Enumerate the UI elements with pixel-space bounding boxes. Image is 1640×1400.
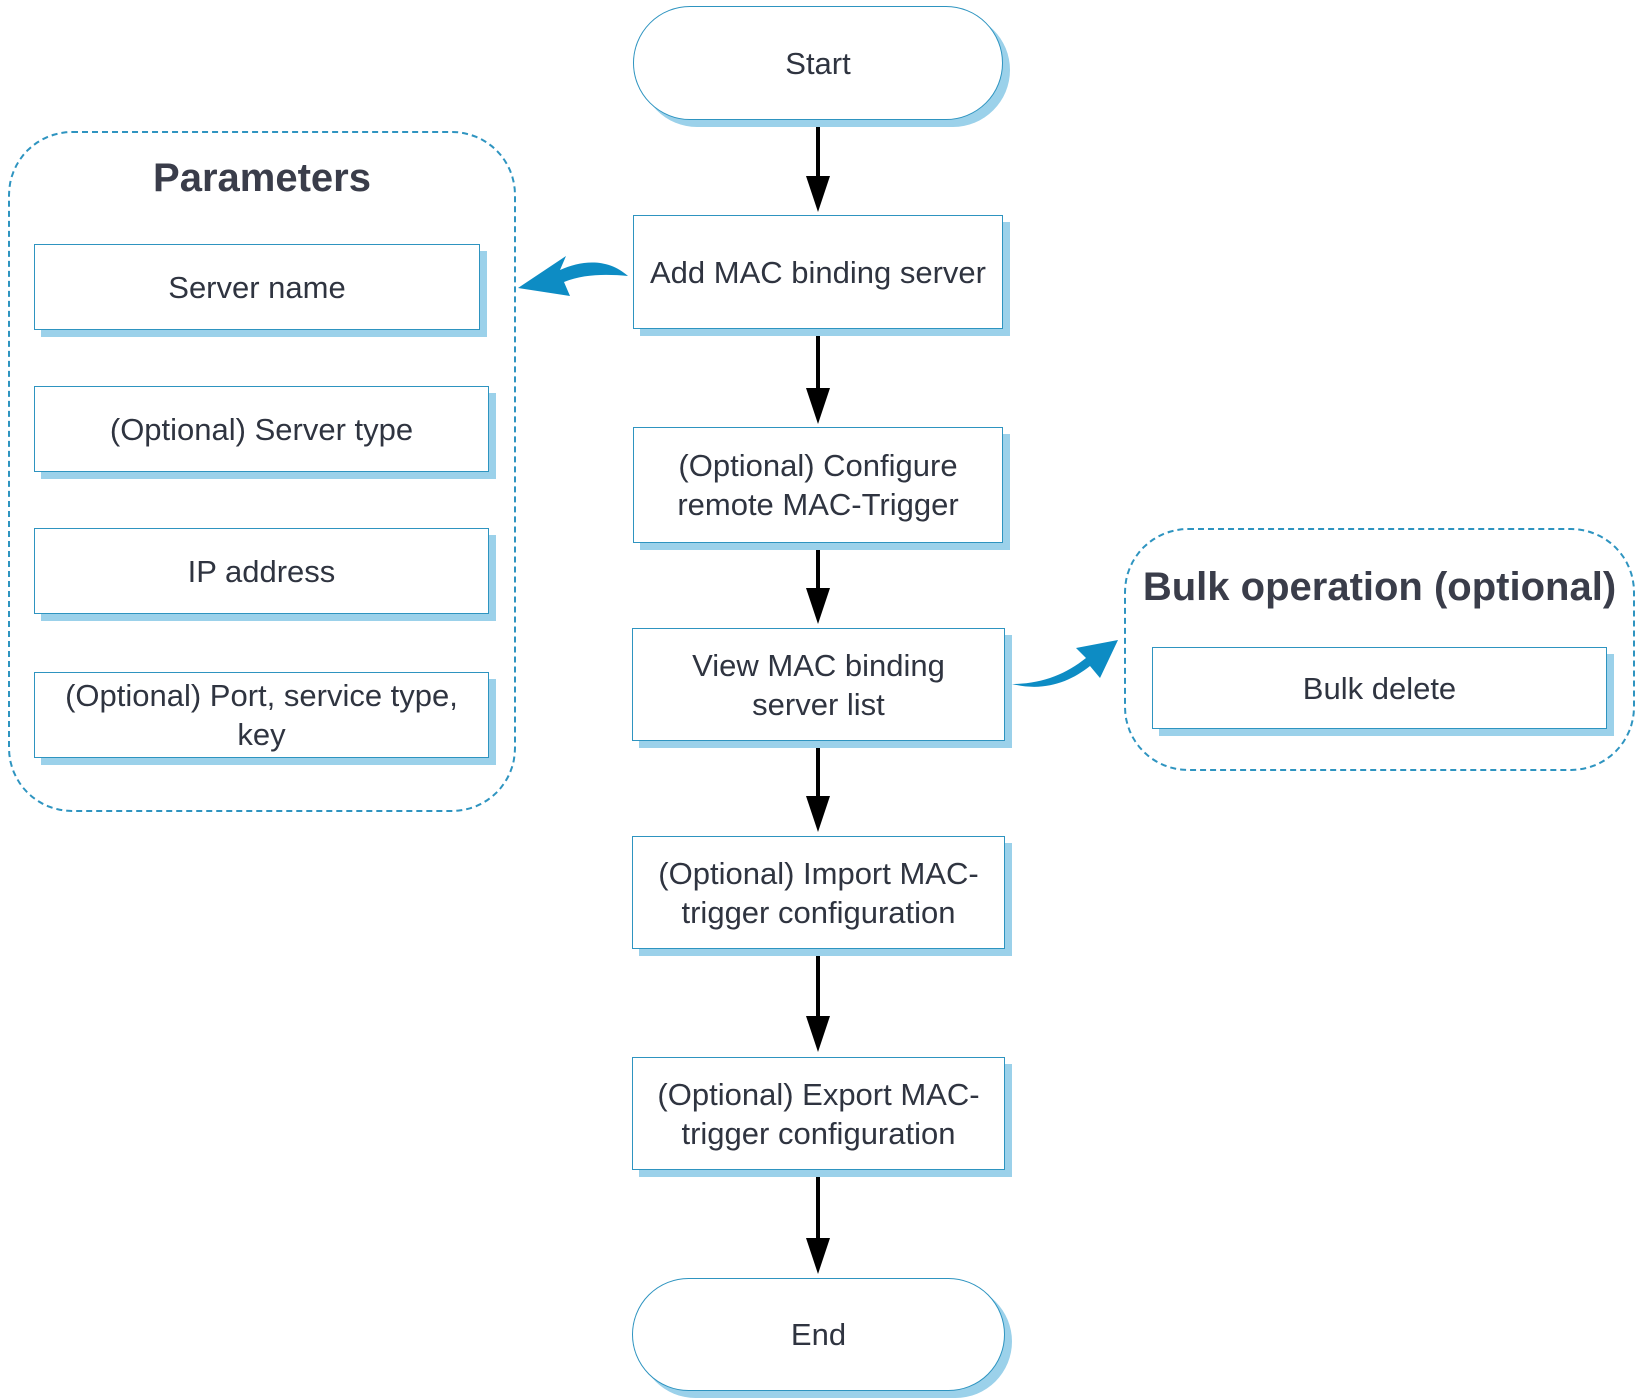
arrow-start-to-add (806, 126, 830, 212)
parameters-group (8, 131, 516, 812)
step-configure-line2: remote MAC-Trigger (677, 487, 959, 522)
flow-end-label: End (790, 1317, 847, 1352)
bulk-operation-group (1124, 528, 1635, 771)
param-server-type: (Optional) Server type (34, 386, 489, 472)
step-import-line2: trigger configuration (681, 894, 956, 930)
step-add-label: Add MAC binding server (650, 254, 986, 290)
step-import-line1: (Optional) Import MAC- (658, 855, 979, 891)
step-add-mac-binding-server: Add MAC binding server (633, 215, 1003, 329)
param-port-line1: (Optional) Port, service type, (65, 678, 458, 713)
param-server-name-label: Server name (168, 269, 346, 305)
param-ip-address: IP address (34, 528, 489, 614)
step-view-server-list: View MAC binding server list (632, 628, 1005, 741)
arrow-view-to-import (806, 746, 830, 832)
param-ip-address-label: IP address (187, 553, 336, 589)
step-import-config: (Optional) Import MAC- trigger configura… (632, 836, 1005, 949)
step-export-line2: trigger configuration (681, 1115, 956, 1151)
param-port-line2: key (237, 717, 286, 752)
arrow-export-to-end (806, 1172, 830, 1274)
param-server-type-label: (Optional) Server type (109, 411, 414, 447)
bulk-operation-title: Bulk operation (optional) (1142, 565, 1617, 609)
step-configure-line1: (Optional) Configure (678, 448, 958, 483)
param-server-name: Server name (34, 244, 480, 330)
bulk-delete-item: Bulk delete (1152, 647, 1607, 729)
flow-start: Start (633, 6, 1003, 120)
step-view-line1: View MAC binding (692, 647, 945, 683)
bulk-delete-label: Bulk delete (1302, 670, 1457, 706)
arrow-add-to-configure (806, 328, 830, 424)
step-export-config: (Optional) Export MAC- trigger configura… (632, 1057, 1005, 1170)
arrow-configure-to-view (806, 542, 830, 624)
flow-start-label: Start (785, 45, 851, 81)
curved-arrow-to-bulk (1012, 640, 1118, 687)
curved-arrow-to-parameters (518, 256, 628, 296)
step-view-line2: server list (752, 686, 885, 722)
arrow-import-to-export (806, 952, 830, 1052)
step-configure-remote-mac-trigger: (Optional) Configure remote MAC-Trigger (633, 427, 1003, 543)
step-export-line1: (Optional) Export MAC- (657, 1076, 980, 1112)
flow-end: End (632, 1278, 1005, 1391)
param-port-service-key: (Optional) Port, service type, key (34, 672, 489, 758)
parameters-title: Parameters (153, 156, 371, 200)
